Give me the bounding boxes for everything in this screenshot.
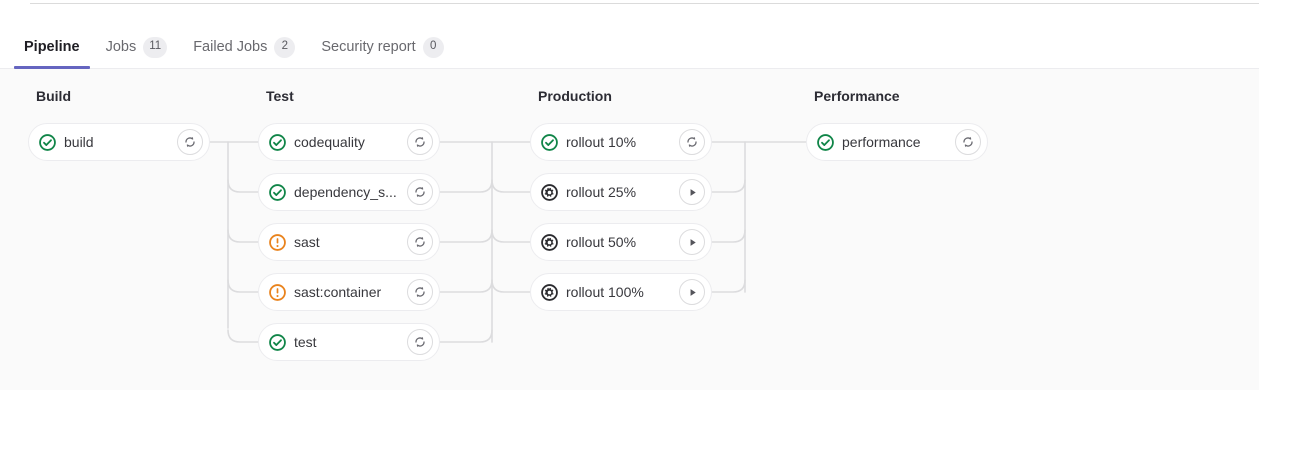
job-name: performance (842, 134, 921, 150)
retry-job-button[interactable] (955, 129, 981, 155)
retry-icon (963, 136, 973, 148)
retry-job-button[interactable] (407, 329, 433, 355)
job-name: sast:container (294, 284, 382, 300)
job-name: rollout 10% (566, 134, 637, 150)
status-success-icon (39, 133, 56, 151)
run-job-button[interactable] (679, 229, 705, 255)
stage-job-list: build (28, 123, 210, 161)
stage-job-list: codequality dependency_s...sast sast:conta… (258, 123, 440, 361)
status-success-icon (269, 333, 286, 351)
retry-icon (415, 286, 425, 298)
retry-job-button[interactable] (407, 129, 433, 155)
play-icon (690, 288, 696, 296)
retry-icon (415, 186, 425, 198)
job-card[interactable]: rollout 100% (530, 273, 712, 311)
retry-icon (185, 136, 195, 148)
retry-job-button[interactable] (407, 279, 433, 305)
status-success-icon (817, 133, 834, 151)
job-card[interactable]: dependency_s... (258, 173, 440, 211)
play-icon (690, 188, 696, 196)
tab-count-badge: 0 (422, 36, 444, 58)
tab-label: Failed Jobs (193, 38, 268, 55)
pipeline-graph-panel: Build build Test codequality dependency_s...… (0, 69, 1259, 390)
tab-security-report[interactable]: Security report 0 (308, 26, 456, 68)
stage-title: Production (538, 88, 612, 104)
tab-jobs[interactable]: Jobs 11 (93, 26, 181, 68)
pipeline-tabs: Pipeline Jobs 11 Failed Jobs 2 Security repor… (0, 26, 1259, 69)
job-card[interactable]: rollout 50% (530, 223, 712, 261)
retry-icon (415, 136, 425, 148)
tab-label: Pipeline (24, 38, 80, 55)
job-name: sast (294, 234, 320, 250)
tab-label: Jobs (105, 38, 137, 55)
stage-title: Performance (814, 88, 900, 104)
stage-title: Test (266, 88, 294, 104)
tab-pipeline[interactable]: Pipeline (11, 26, 93, 69)
job-card[interactable]: codequality (258, 123, 440, 161)
top-divider (30, 3, 1259, 4)
pipeline-graph: Build build Test codequality dependency_s...… (0, 69, 1259, 390)
job-card[interactable]: rollout 10% (530, 123, 712, 161)
status-success-icon (541, 133, 558, 151)
status-manual-icon (541, 283, 558, 301)
retry-job-button[interactable] (177, 129, 203, 155)
stage-job-list: performance (806, 123, 988, 161)
retry-icon (415, 236, 425, 248)
stage-job-list: rollout 10% rollout 25% rollout 50% rollout… (530, 123, 712, 311)
page-bottom-area (0, 390, 1289, 453)
job-card[interactable]: rollout 25% (530, 173, 712, 211)
retry-icon (415, 336, 425, 348)
stage-title: Build (36, 88, 71, 104)
status-success-icon (269, 183, 286, 201)
status-warning-icon (269, 233, 286, 251)
job-name: test (294, 334, 317, 350)
status-manual-icon (541, 183, 558, 201)
tab-failed-jobs[interactable]: Failed Jobs 2 (180, 26, 308, 68)
job-name: build (64, 134, 94, 150)
job-name: rollout 25% (566, 184, 637, 200)
job-name: rollout 100% (566, 284, 644, 300)
retry-job-button[interactable] (407, 229, 433, 255)
retry-job-button[interactable] (679, 129, 705, 155)
run-job-button[interactable] (679, 279, 705, 305)
tab-count-badge: 2 (274, 36, 296, 58)
status-manual-icon (541, 233, 558, 251)
job-card[interactable]: sast (258, 223, 440, 261)
job-card[interactable]: sast:container (258, 273, 440, 311)
job-name: rollout 50% (566, 234, 637, 250)
status-success-icon (269, 133, 286, 151)
tab-count-badge: 11 (143, 36, 168, 58)
job-card[interactable]: performance (806, 123, 988, 161)
job-card[interactable]: test (258, 323, 440, 361)
retry-icon (687, 136, 697, 148)
play-icon (690, 238, 696, 246)
job-name: dependency_s... (294, 184, 397, 200)
tab-label: Security report (321, 38, 416, 55)
job-card[interactable]: build (28, 123, 210, 161)
run-job-button[interactable] (679, 179, 705, 205)
status-warning-icon (269, 283, 286, 301)
retry-job-button[interactable] (407, 179, 433, 205)
job-name: codequality (294, 134, 365, 150)
